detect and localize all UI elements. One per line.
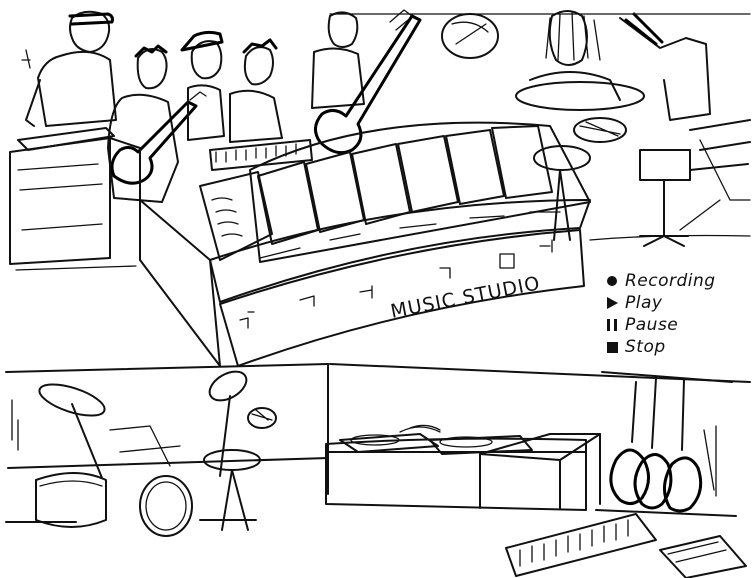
equipment-rack-left [9, 127, 141, 265]
stop-square-icon [605, 340, 619, 354]
musician-guitarist-right [311, 9, 422, 155]
band-members-sketch [21, 9, 711, 203]
legend-label-stop: Stop [625, 337, 666, 357]
dj-booth-panel [325, 363, 751, 511]
legend-item-pause: Pause [605, 314, 745, 336]
musician-left [21, 10, 117, 127]
musician-center [229, 38, 283, 143]
musician-cap [180, 30, 225, 141]
drum-room-panel [5, 363, 329, 537]
legend-label-pause: Pause [625, 315, 679, 335]
mixing-console [139, 121, 591, 367]
legend-item-stop: Stop [605, 336, 745, 358]
floor-line-right [589, 234, 751, 241]
drummer-top [529, 10, 621, 101]
musician-guitarist-left [107, 44, 207, 203]
musician-far-right [619, 12, 711, 121]
record-dot-icon [605, 274, 619, 288]
keyboard-bottom [505, 513, 747, 578]
guitar-wall [595, 371, 737, 517]
studio-sign-text: MUSIC STUDIO [389, 272, 542, 323]
play-triangle-icon [605, 296, 619, 310]
legend-item-recording: Recording [605, 270, 745, 292]
legend-label-recording: Recording [625, 271, 716, 291]
legend-item-play: Play [605, 292, 745, 314]
pause-bars-icon [605, 318, 619, 332]
keyboard-top [209, 139, 313, 171]
playback-legend: Recording Play Pause Stop [605, 270, 745, 358]
floor-line-left [15, 265, 137, 271]
legend-label-play: Play [625, 293, 663, 313]
